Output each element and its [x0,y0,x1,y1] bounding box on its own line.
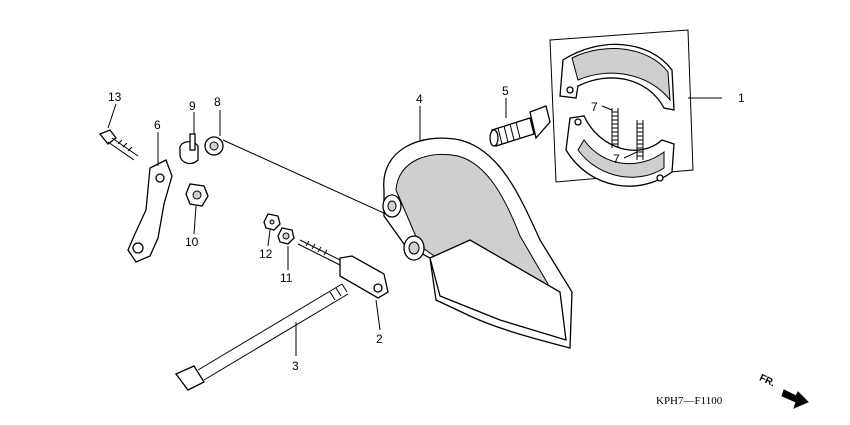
brake-panel [382,137,573,349]
callout-1: 1 [738,91,745,105]
callout-7-upper: 7 [591,100,598,114]
front-direction-arrow-icon: FR. [757,373,809,409]
callout-12: 12 [259,247,273,261]
callout-5: 5 [502,84,509,98]
callout-labels: 1 2 3 4 5 6 7 7 8 9 10 11 12 13 [108,84,745,373]
callout-7-lower: 7 [613,152,620,166]
leader-lines [107,97,722,356]
nuts-11-12 [263,213,295,245]
bolt-13 [98,129,139,161]
callout-3: 3 [292,359,299,373]
callout-10: 10 [185,235,199,249]
callout-13: 13 [108,90,122,104]
brake-shoe-assembly [549,29,694,187]
brake-arm [127,159,173,263]
callout-9: 9 [189,99,196,113]
front-direction-label: FR. [757,373,776,390]
callout-11: 11 [280,271,293,285]
axle [174,283,349,391]
stopper-plate [297,239,389,299]
callout-8: 8 [214,95,221,109]
callout-6: 6 [154,118,161,132]
brake-cam [489,105,551,147]
callout-2: 2 [376,332,383,346]
diagram-code: KPH7—F1100 [656,395,723,407]
small-parts [179,133,224,207]
callout-4: 4 [416,92,423,106]
